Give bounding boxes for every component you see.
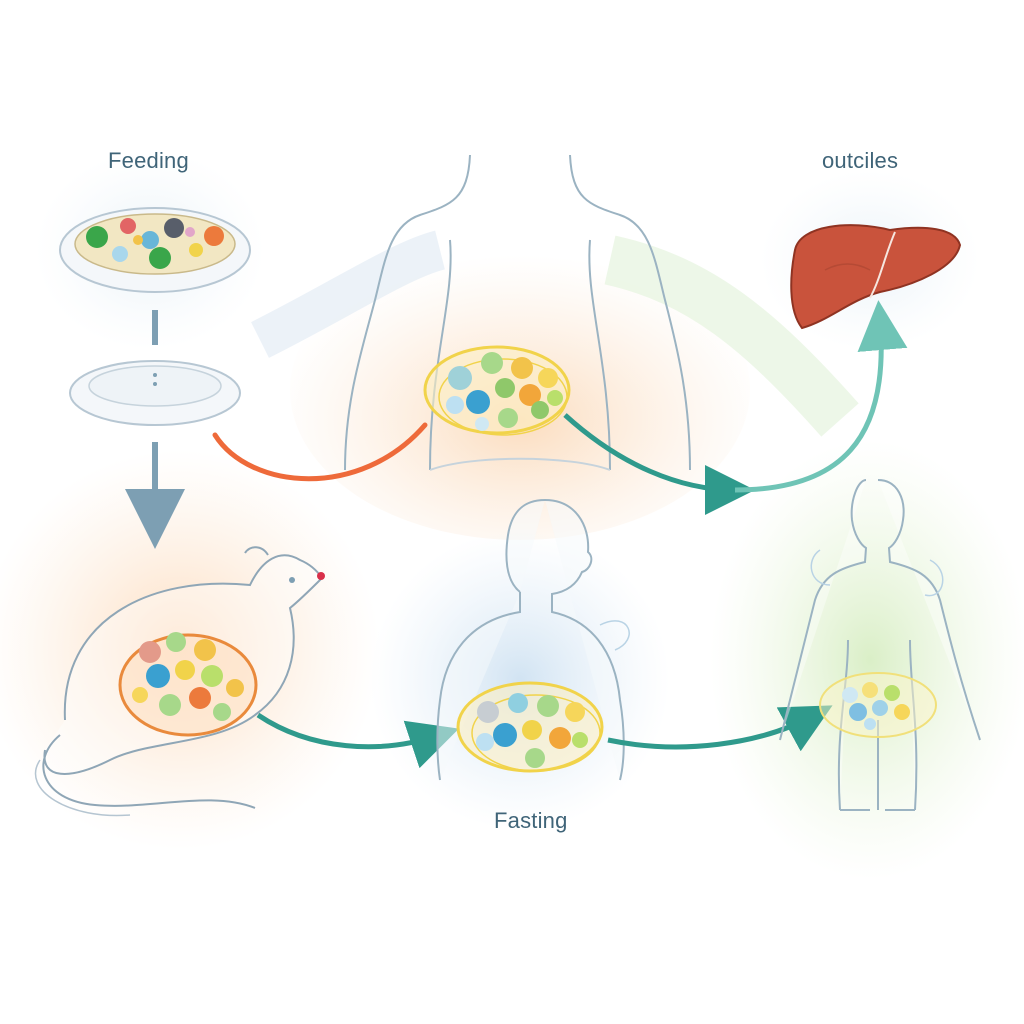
- fat-cluster-top: [423, 345, 571, 436]
- human-torso-icon: [344, 154, 691, 471]
- human-bust-icon: [436, 499, 630, 781]
- orange-curve-arrow: [212, 422, 428, 482]
- background-washes: [0, 150, 1024, 880]
- fat-cluster-mouse: [118, 632, 258, 737]
- fasting-label: Fasting: [494, 808, 568, 833]
- feeding-label: Feeding: [108, 148, 189, 173]
- empty-plate-icon: [69, 360, 241, 426]
- teal-arrow-lower-left: [256, 712, 459, 769]
- liver-icon: [790, 224, 962, 330]
- food-plate-icon: [59, 207, 251, 293]
- outcomes-label: outciles: [822, 148, 899, 173]
- teal-arrow-lower-right: [607, 705, 833, 752]
- fat-cluster-right: [819, 672, 937, 738]
- teal-arrow-upper: [563, 413, 755, 515]
- fat-cluster-middle: [456, 681, 604, 773]
- mint-arrow-to-liver: [734, 300, 908, 493]
